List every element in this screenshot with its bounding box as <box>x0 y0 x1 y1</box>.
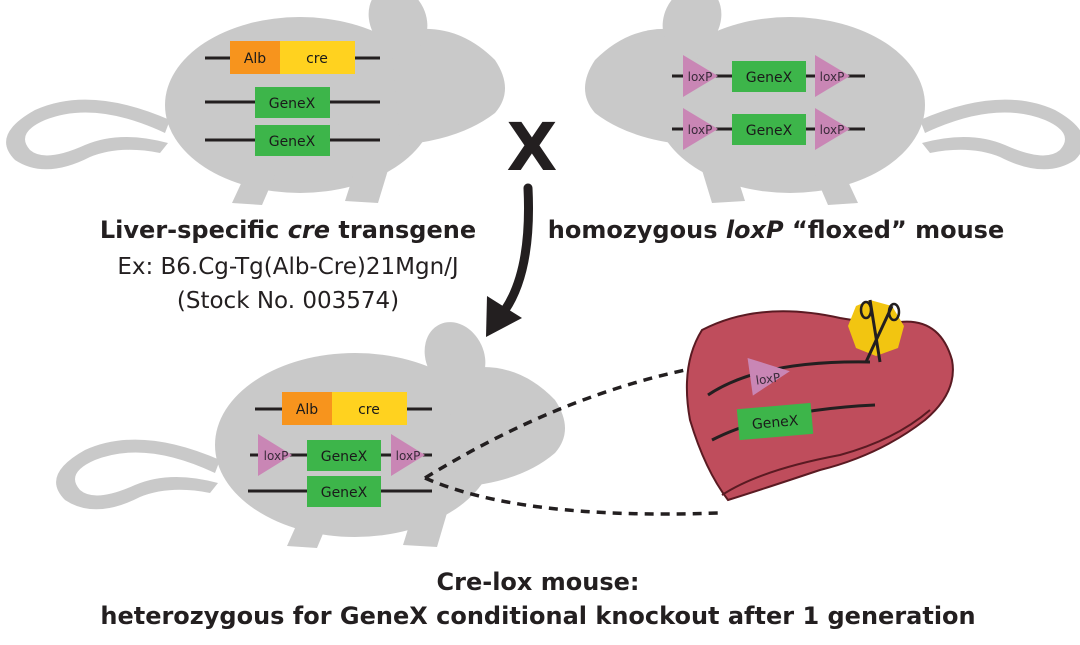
genex-label: GeneX <box>746 123 793 139</box>
cre-label: cre <box>358 402 380 418</box>
left-title: Liver-specific cre transgene <box>100 216 476 244</box>
loxp-label: loxP <box>396 449 421 463</box>
liver-illustration: loxP GeneX <box>685 299 954 502</box>
genex-label: GeneX <box>269 134 316 150</box>
alb-label: Alb <box>244 51 266 67</box>
loxp-label: loxP <box>820 123 845 137</box>
alb-promoter-box <box>230 41 280 74</box>
loxp-label: loxP <box>688 123 713 137</box>
cre-label: cre <box>306 51 328 67</box>
alb-label: Alb <box>296 402 318 418</box>
cre-gene-box <box>280 41 355 74</box>
genex-box <box>732 114 806 145</box>
left-stock: (Stock No. 003574) <box>177 288 399 314</box>
loxp-label: loxP <box>264 449 289 463</box>
mouse-silhouette-crelox <box>56 322 565 548</box>
mouse1-genotype: Alb cre GeneX GeneX <box>205 41 380 156</box>
genex-box <box>255 87 330 118</box>
bottom-title: Cre-lox mouse: <box>437 568 640 596</box>
genex-box <box>307 476 381 507</box>
loxp-site <box>258 434 292 476</box>
scissors-icon <box>848 299 904 363</box>
loxp-site <box>815 55 850 97</box>
mouse3-genotype: Alb cre loxP GeneX loxP GeneX <box>248 392 432 507</box>
right-title: homozygous loxP “floxed” mouse <box>548 216 1005 244</box>
loxp-label: loxP <box>820 70 845 84</box>
cross-symbol: X <box>507 109 558 186</box>
alb-promoter-box <box>282 392 332 425</box>
zoom-connector <box>424 366 719 516</box>
loxp-site <box>391 434 425 476</box>
genex-label: GeneX <box>269 96 316 112</box>
loxp-site <box>683 108 718 150</box>
genex-box <box>307 440 381 471</box>
genex-label: GeneX <box>746 70 793 86</box>
genex-label: GeneX <box>751 413 799 433</box>
loxp-site <box>747 357 790 396</box>
genex-label: GeneX <box>321 449 368 465</box>
bottom-subtitle: heterozygous for GeneX conditional knock… <box>100 602 975 630</box>
curved-arrow-icon <box>486 183 533 337</box>
genex-label: GeneX <box>321 485 368 501</box>
mouse-silhouette-floxed <box>585 0 1080 205</box>
mouse2-genotype: loxP GeneX loxP loxP GeneX loxP <box>672 55 865 150</box>
genex-box <box>736 402 814 441</box>
loxp-site <box>683 55 718 97</box>
genex-box <box>255 125 330 156</box>
cre-gene-box <box>332 392 407 425</box>
loxp-label: loxP <box>755 370 781 387</box>
loxp-label: loxP <box>688 70 713 84</box>
loxp-site <box>815 108 850 150</box>
left-example: Ex: B6.Cg-Tg(Alb-Cre)21Mgn/J <box>117 254 458 280</box>
genex-box <box>732 61 806 92</box>
